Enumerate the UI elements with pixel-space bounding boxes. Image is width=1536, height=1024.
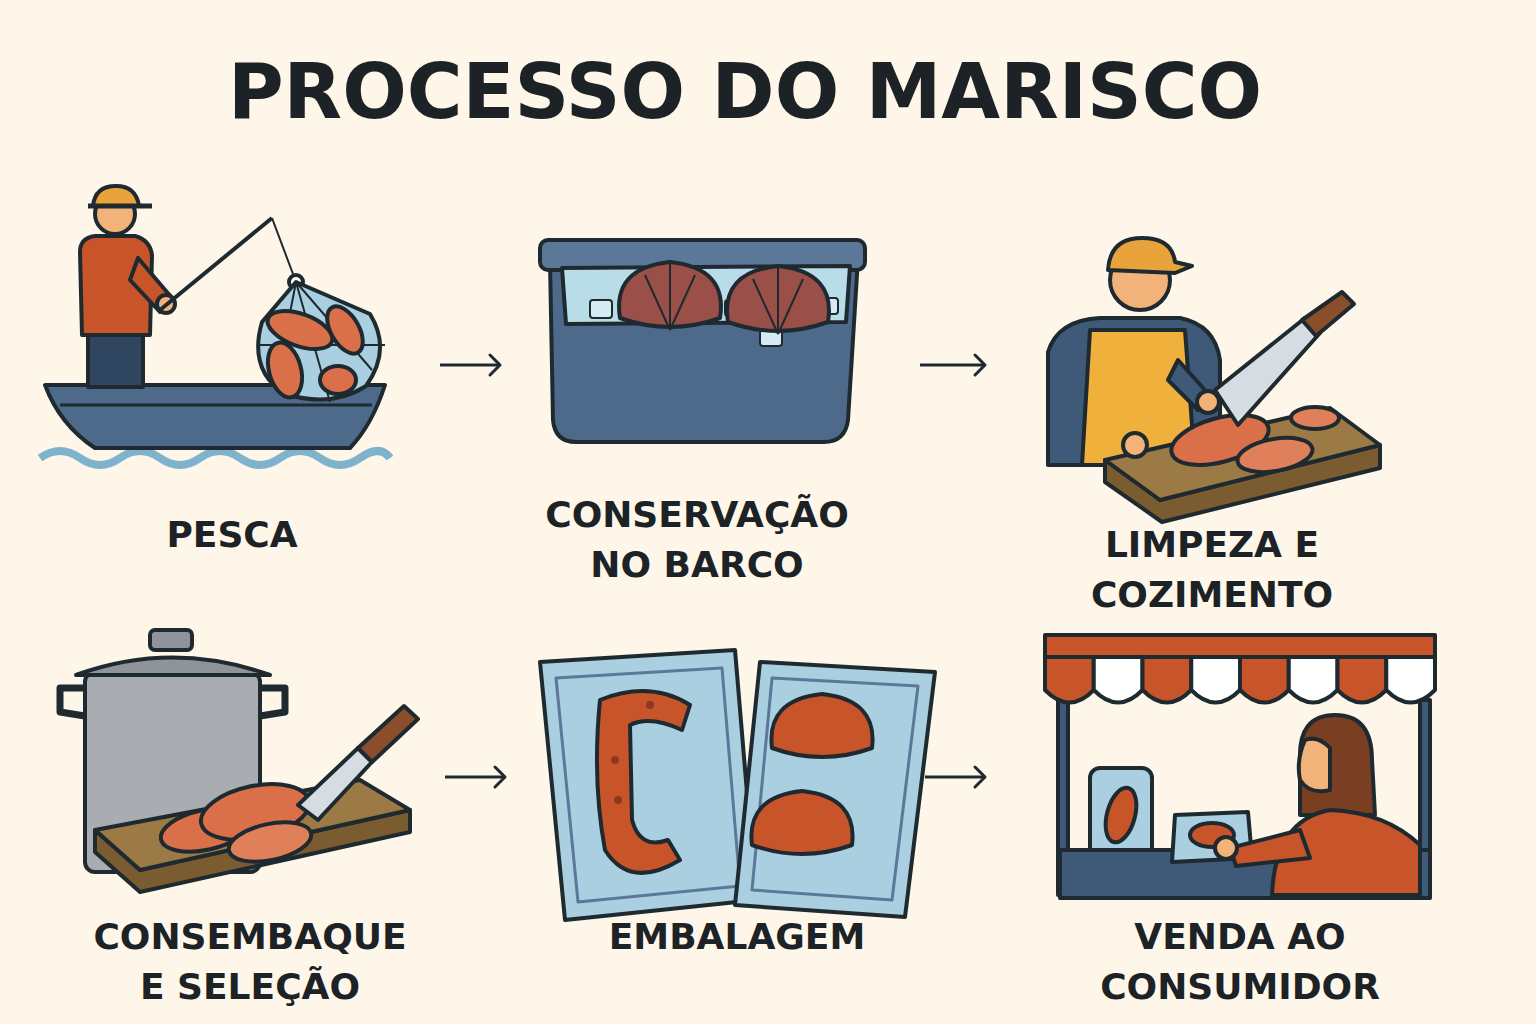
net-mesh xyxy=(258,282,385,402)
customer-arm xyxy=(1230,830,1310,866)
fisherman-illustration xyxy=(40,186,390,465)
fishing-line xyxy=(272,218,296,282)
scallop-shell xyxy=(751,791,852,854)
wave-line xyxy=(40,451,390,465)
flow-arrow xyxy=(920,355,985,375)
market-stall-illustration xyxy=(1045,635,1435,898)
arrow-head xyxy=(490,355,500,375)
customer-hand xyxy=(1215,837,1237,859)
arrow-line xyxy=(920,364,985,367)
ice-cube xyxy=(590,300,612,318)
awning-bar xyxy=(1045,635,1435,657)
package-illustration xyxy=(540,650,935,920)
pot-handle xyxy=(60,688,85,716)
step-label: PESCA xyxy=(62,510,402,560)
boat-rail xyxy=(60,404,372,407)
scallop-shell xyxy=(771,694,872,757)
shrimp-piece xyxy=(262,339,307,401)
knife-handle xyxy=(358,706,418,762)
arrow-head xyxy=(495,767,505,787)
knife-handle xyxy=(1302,292,1354,336)
piece-spot xyxy=(614,796,622,804)
shrimp-piece xyxy=(320,300,370,359)
lid-knob xyxy=(150,630,192,650)
arrow-line xyxy=(445,776,505,779)
step-label: CONSEMBAQUE E SELEÇÃO xyxy=(80,912,420,1012)
arrow-head xyxy=(975,355,985,375)
package-seal xyxy=(752,678,918,900)
process-step: CONSEMBAQUE E SELEÇÃO xyxy=(45,620,445,1005)
step-label: EMBALAGEM xyxy=(567,912,907,962)
arrow-line xyxy=(440,364,500,367)
step-label: VENDA AO CONSUMIDOR xyxy=(1070,912,1410,1012)
fishing-rod xyxy=(160,218,272,310)
step-label: LIMPEZA E COZIMENTO xyxy=(1042,520,1382,620)
fish-piece xyxy=(1291,407,1339,429)
cook-cap xyxy=(1108,238,1192,273)
awning-stripe xyxy=(1386,657,1435,703)
flow-arrow xyxy=(445,767,505,787)
flow-arrow xyxy=(925,767,985,787)
awning-stripe xyxy=(1094,657,1143,703)
awning-stripe xyxy=(1338,657,1387,703)
package-seal xyxy=(556,668,740,902)
fish-piece xyxy=(1235,433,1315,478)
seafood-piece xyxy=(1100,784,1142,845)
knife-blade xyxy=(1215,318,1320,425)
shell-ribs xyxy=(753,268,803,334)
flow-arrow xyxy=(440,355,500,375)
arrow-head xyxy=(975,767,985,787)
awning-stripe xyxy=(1191,657,1240,703)
fisherman-legs xyxy=(88,330,143,387)
piece-spot xyxy=(646,701,654,709)
step-label: CONSERVAÇÃO NO BARCO xyxy=(527,490,867,590)
hat-brim xyxy=(88,204,152,209)
vacuum-package xyxy=(735,662,935,917)
piece-spot xyxy=(611,756,619,764)
fisherman-hat xyxy=(93,186,139,206)
vacuum-package xyxy=(540,650,756,920)
knife-blade xyxy=(298,748,372,820)
process-step: VENDA AO CONSUMIDOR xyxy=(985,625,1450,1010)
awning-stripe xyxy=(1143,657,1192,703)
cook-illustration xyxy=(1048,238,1380,522)
cooler-illustration xyxy=(540,240,865,442)
awning-stripe xyxy=(1240,657,1289,703)
diagram-title: PROCESSO DO MARISCO xyxy=(0,42,1490,142)
process-step: LIMPEZA E COZIMENTO xyxy=(985,230,1440,630)
shell-ribs xyxy=(645,264,695,330)
cooler-body xyxy=(550,258,858,442)
awning-stripe xyxy=(1289,657,1338,703)
cook-hand xyxy=(1123,433,1147,457)
customer-face xyxy=(1299,739,1330,792)
pot-handle xyxy=(260,688,285,716)
lobster-piece xyxy=(597,691,690,873)
process-step: EMBALAGEM xyxy=(505,640,925,1005)
process-step: CONSERVAÇÃO NO BARCO xyxy=(500,230,920,595)
process-step: PESCA xyxy=(30,175,440,565)
arrow-line xyxy=(925,776,985,779)
awning-stripe xyxy=(1045,657,1094,703)
shrimp-piece xyxy=(225,816,315,869)
shrimp-piece xyxy=(320,366,356,394)
pot-illustration xyxy=(60,630,418,892)
pot-lid xyxy=(76,658,270,676)
